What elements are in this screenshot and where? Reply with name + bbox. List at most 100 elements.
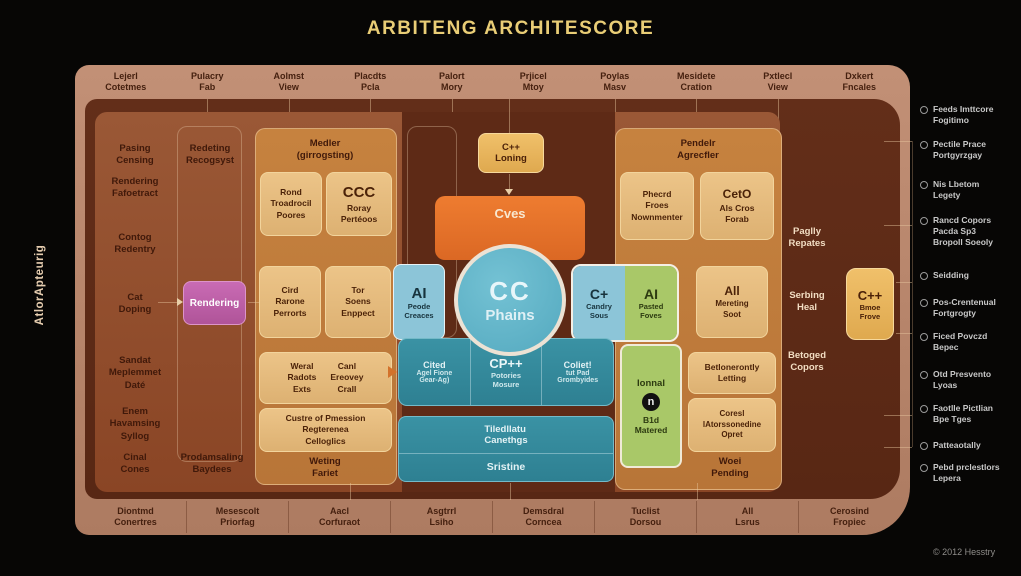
teal-cell: CP++ Potories Mosure [469,339,542,405]
bullet-icon [920,405,928,413]
top-label: Dxkert Fncales [842,70,877,92]
middle-below-label: Weting Fariet [309,456,341,480]
list-item: Patteaotally [920,440,1020,451]
connector-line [884,447,912,448]
connector-line [884,225,912,226]
box-ionnal-sub: B1d Matered [634,414,668,435]
list-item-text: Pos-Crentenual Fortgrogty [933,297,996,319]
list-item: Ficed Povczd Bepec [920,331,1020,353]
rendering-box-label: Rendering [189,297,240,309]
box-c-plus-title: C+ [589,286,609,302]
left-label: Cinal Cones [120,452,150,476]
list-item-text: Faotlle Pictlian Bpe Tges [933,403,993,425]
top-label: Lejerl Cotetmes [105,70,147,92]
brand-logo-icon: n [642,392,660,411]
list-item-text: Patteaotally [933,440,981,450]
list-item: Pos-Crentenual Fortgrogty [920,297,1020,319]
list-item-text: Pectile Prace Portgyrzgay [933,139,986,161]
top-label: Pulacry Fab [190,70,224,92]
top-label: Palort Mory [438,70,465,92]
box-betlon: Betlonerontly Letting [688,352,776,394]
box-c-plus: C+ Candry Sous [573,266,625,340]
left-label: Enem Havamsing Syllog [109,406,161,442]
arrow-down-icon [505,189,513,195]
bottom-label: Cerosind Fropiec [798,501,900,533]
arrow-right-icon [388,366,397,378]
box-cpp-bmoe-sub: Bmoe Frove [859,302,881,321]
top-label: Mesidete Cration [676,70,716,92]
bottom-label: Mesescolt Priorfag [186,501,288,533]
left-vertical-label: AtlorApteurig [34,244,46,326]
connector-line [896,282,912,283]
box-ionnal-title: Ionnal [637,377,665,389]
left-label: Pasing Censing [116,143,154,167]
list-item-text: Seidding [933,270,969,280]
connector-line [509,99,510,133]
bullet-icon [920,181,928,189]
copyright-text: © 2012 Hesstry [933,547,996,557]
box-all-sub: Mereting Soot [715,299,749,319]
box-cpp-bmoe: C++ Bmoe Frove [846,268,894,340]
box-ceto-sub: Als Cros Forab [719,202,755,224]
rendering-box: Rendering [183,281,246,325]
side-label: Serbing Heal [789,290,825,314]
box-ceto: CetO Als Cros Forab [700,172,774,240]
bottom-label: Demsdral Corncea [492,501,594,533]
bullet-icon [920,333,928,341]
list-item: Rancd Copors Pacda Sp3 Bropoll Soeoly [920,215,1020,248]
side-label: Betoged Copors [788,350,826,374]
list-item: Faotlle Pictlian Bpe Tges [920,403,1020,425]
box-cpp-bmoe-title: C++ [857,287,883,303]
circle-sub: Phains [485,307,535,324]
list-item-text: Nis Lbetom Legety [933,179,980,201]
connector-line [912,141,913,447]
teal-cell-title: CP++ [489,355,523,371]
right-below-label: Woei Pending [711,456,749,480]
teal-bottom-box: Tiledllatu Canethgs Sristine [398,416,614,482]
top-label: Poylas Masv [600,70,630,92]
list-item-text: Otd Presvento Lyoas [933,369,992,391]
left-label: Cat Doping [118,292,152,316]
list-item: Seidding [920,270,1020,281]
connector-line [248,302,264,303]
left-label: Rendering Fafoetract [111,176,159,200]
connector-line [884,415,912,416]
teal-cell-sub: Potories Mosure [491,370,522,389]
connector-line [509,174,510,189]
bullet-icon [920,106,928,114]
connector-line [884,141,912,142]
bullet-icon [920,464,928,472]
box-ai-peode: AI Peode Creaces [393,264,445,340]
left-label: Contog Redentry [114,232,156,256]
list-item: Nis Lbetom Legety [920,179,1020,201]
teal-cell-sub: Agel Fione Gear-Ag) [416,370,453,384]
connector-line [896,333,912,334]
box-ceto-title: CetO [722,187,752,202]
box-ai-title: AI [411,284,427,302]
bullet-icon [920,299,928,307]
box-cpp-loning: C++ Loning [478,133,544,173]
box-rond: Rond Troadrocil Poores [260,172,322,236]
bottom-label: Tuclist Dorsou [594,501,696,533]
box-ccc-sub: Roray Pertéoos [340,202,378,224]
box-weral-canl: Weral Radots Exts Canl Ereovey Crall [259,352,392,404]
connector-line [350,483,351,500]
circle-title: CC [489,276,531,306]
col2-top-label: Redeting Recogsyst [185,143,235,167]
box-all-mereting: All Mereting Soot [696,266,768,338]
connector-line [697,483,698,500]
teal-cell-title: Coliet! [563,360,592,370]
bottom-label: Diontmd Conertres [114,505,157,527]
list-item: Otd Presvento Lyoas [920,369,1020,391]
bullet-icon [920,272,928,280]
arrow-right-icon [177,298,183,306]
box-canl: Canl Ereovey Crall [330,361,364,394]
bottom-label: Asgtrrl Lsiho [390,501,492,533]
right-panel-header: Pendelr Agrecfler [677,138,719,162]
teal-cell-sub: tut Pad Grombyides [557,370,599,384]
box-coresl: Coresl lAtorssonedine Opret [688,398,776,452]
teal-bottom-line1: Tiledllatu Canethgs [399,417,613,454]
bullet-icon [920,442,928,450]
col2-bottom-label: Prodamsaling Baydees [180,452,244,476]
